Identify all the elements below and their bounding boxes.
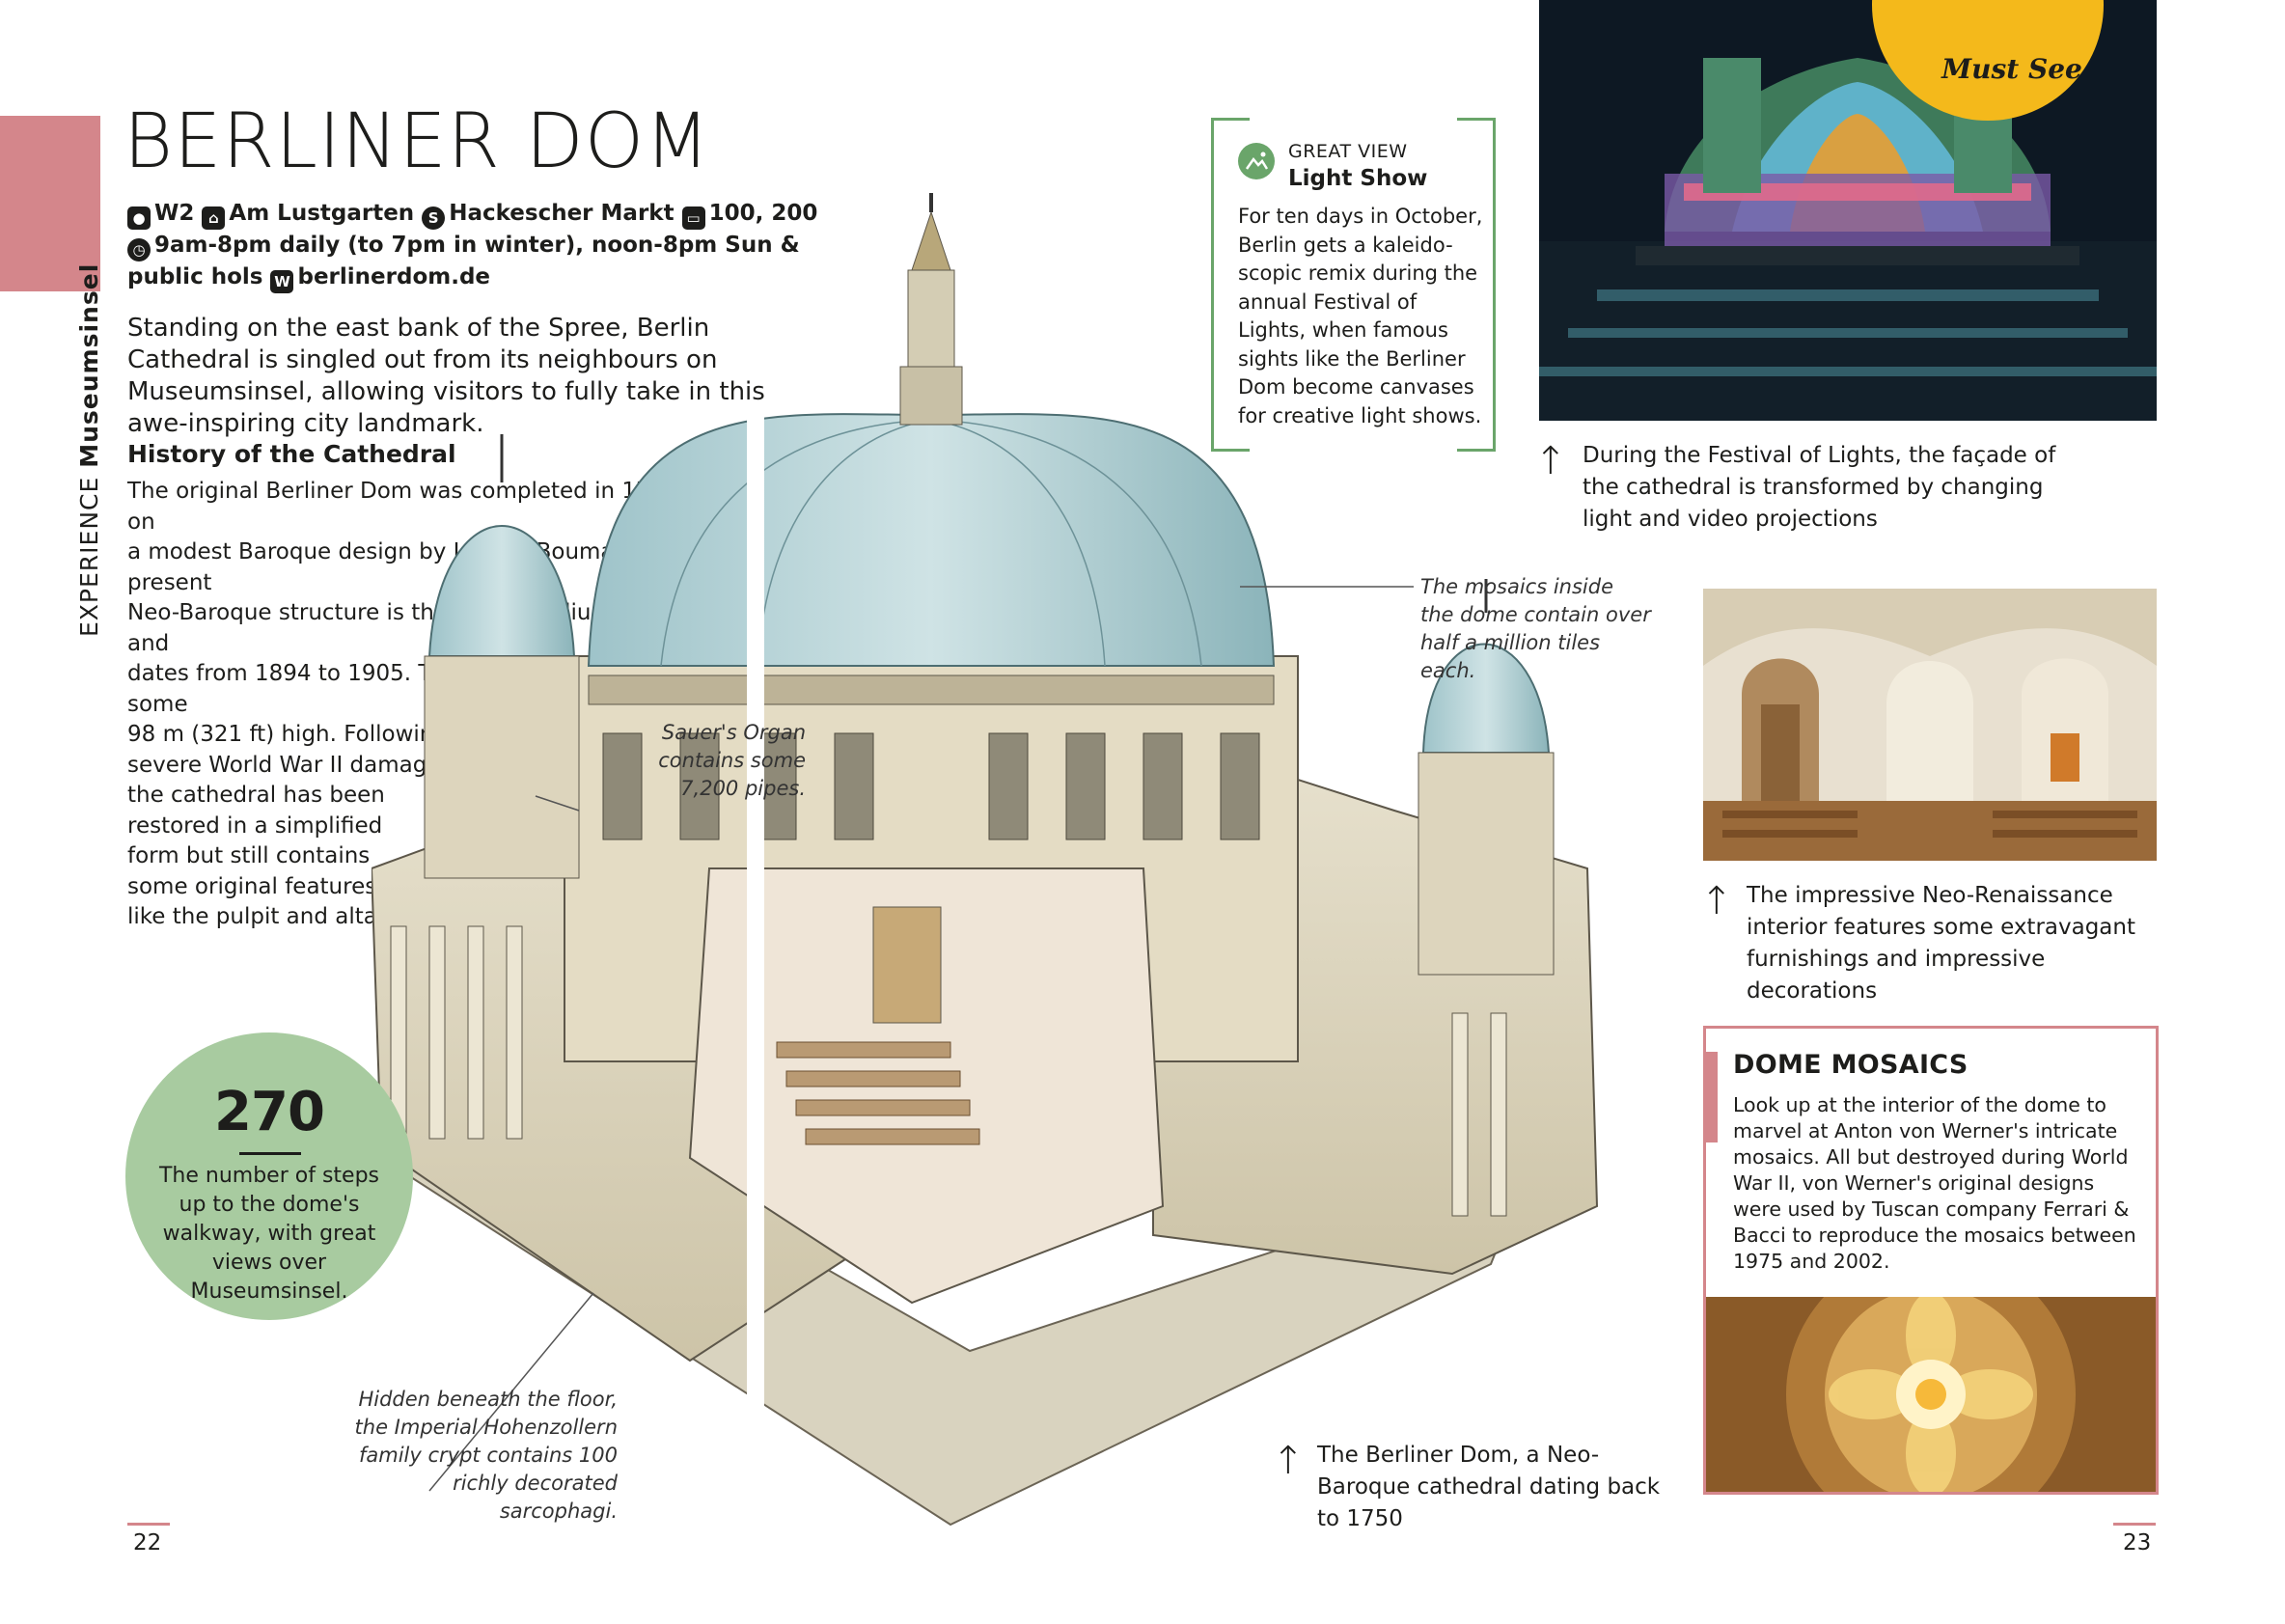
- interior-photo: [1703, 589, 2157, 861]
- arrow-up-icon: ↑: [1272, 1439, 1305, 1483]
- page-title: BERLINER DOM: [124, 98, 711, 185]
- section-tab: [0, 116, 100, 291]
- stat-circle: 270 The number of steps up to the dome's…: [125, 1032, 413, 1320]
- web-icon: W: [270, 270, 294, 293]
- info-address: Am Lustgarten: [229, 201, 415, 226]
- s-bahn-icon: S: [422, 206, 446, 230]
- info-bus: 100, 200: [708, 201, 818, 226]
- page-number-rule-left: [127, 1523, 170, 1526]
- lead-paragraph: Standing on the east bank of the Spree, …: [127, 314, 765, 438]
- cathedral-illustration: [372, 193, 1599, 1534]
- dome-mosaics-title: DOME MOSAICS: [1733, 1050, 1968, 1080]
- callout-crypt: Hidden beneath the floor, the Imperial H…: [354, 1388, 618, 1523]
- caption-festival: During the Festival of Lights, the façad…: [1583, 443, 2056, 532]
- section-label-section: EXPERIENCE: [75, 476, 103, 637]
- info-hours: 9am-8pm daily (to 7pm in winter), noon-8…: [127, 233, 800, 289]
- great-view-body: For ten days in October, Berlin gets a k…: [1238, 205, 1483, 427]
- section-label: EXPERIENCE Museumsinsel: [75, 263, 108, 637]
- callout-organ: Sauer's Organ contains some 7,200 pipes.: [658, 721, 806, 800]
- dome-mosaic-photo: [1706, 1297, 2156, 1492]
- festival-of-lights-photo: [1539, 0, 2157, 421]
- caption-cathedral: The Berliner Dom, a Neo-Baroque cathedra…: [1317, 1443, 1661, 1531]
- stat-number: 270: [214, 1081, 325, 1143]
- stat-divider: [239, 1152, 301, 1155]
- caption-interior: The impressive Neo-Renaissance interior …: [1747, 883, 2135, 1004]
- history-heading: History of the Cathedral: [127, 440, 456, 468]
- info-transit: Hackescher Markt: [449, 201, 674, 226]
- section-label-area: Museumsinsel: [75, 262, 103, 468]
- history-line: form but still contains: [127, 843, 371, 868]
- clock-icon: ◷: [127, 238, 151, 261]
- page-number-rule-right: [2113, 1523, 2156, 1526]
- great-view-kicker: GREAT VIEW: [1288, 141, 1408, 162]
- history-line: the cathedral has been: [127, 783, 385, 808]
- mountain-view-icon: [1238, 143, 1275, 179]
- dome-mosaics-accent-bar: [1706, 1052, 1718, 1142]
- arrow-up-icon: ↑: [1534, 439, 1567, 483]
- callout-mosaic: The mosaics inside the dome contain over…: [1420, 575, 1651, 682]
- arrow-up-icon: ↑: [1700, 879, 1733, 923]
- page-number-left: 22: [133, 1530, 162, 1555]
- info-grid: W2: [154, 201, 195, 226]
- map-pin-icon: ●: [127, 206, 151, 230]
- bus-icon: ▭: [681, 206, 705, 230]
- history-line: like the pulpit and altar.: [127, 904, 392, 929]
- page-number-right: 23: [2123, 1530, 2152, 1555]
- bracket-left: [1211, 118, 1250, 452]
- dome-mosaics-box: DOME MOSAICS Look up at the interior of …: [1703, 1026, 2159, 1495]
- must-see-label: Must See: [1941, 53, 2082, 85]
- great-view-title: Light Show: [1288, 166, 1428, 191]
- great-view-box: GREAT VIEW Light Show For ten days in Oc…: [1211, 118, 1496, 452]
- history-line: 98 m (321 ft) high. Following: [127, 722, 448, 747]
- history-line: restored in a simplified: [127, 812, 383, 839]
- history-line: some original features: [127, 873, 377, 899]
- bracket-right: [1457, 118, 1496, 452]
- dome-mosaics-body: Look up at the interior of the dome to m…: [1733, 1093, 2136, 1273]
- info-website[interactable]: berlinerdom.de: [297, 264, 491, 289]
- history-line: severe World War II damage,: [127, 752, 448, 778]
- stat-text: The number of steps up to the dome's wal…: [158, 1164, 379, 1304]
- home-icon: ⌂: [202, 206, 226, 230]
